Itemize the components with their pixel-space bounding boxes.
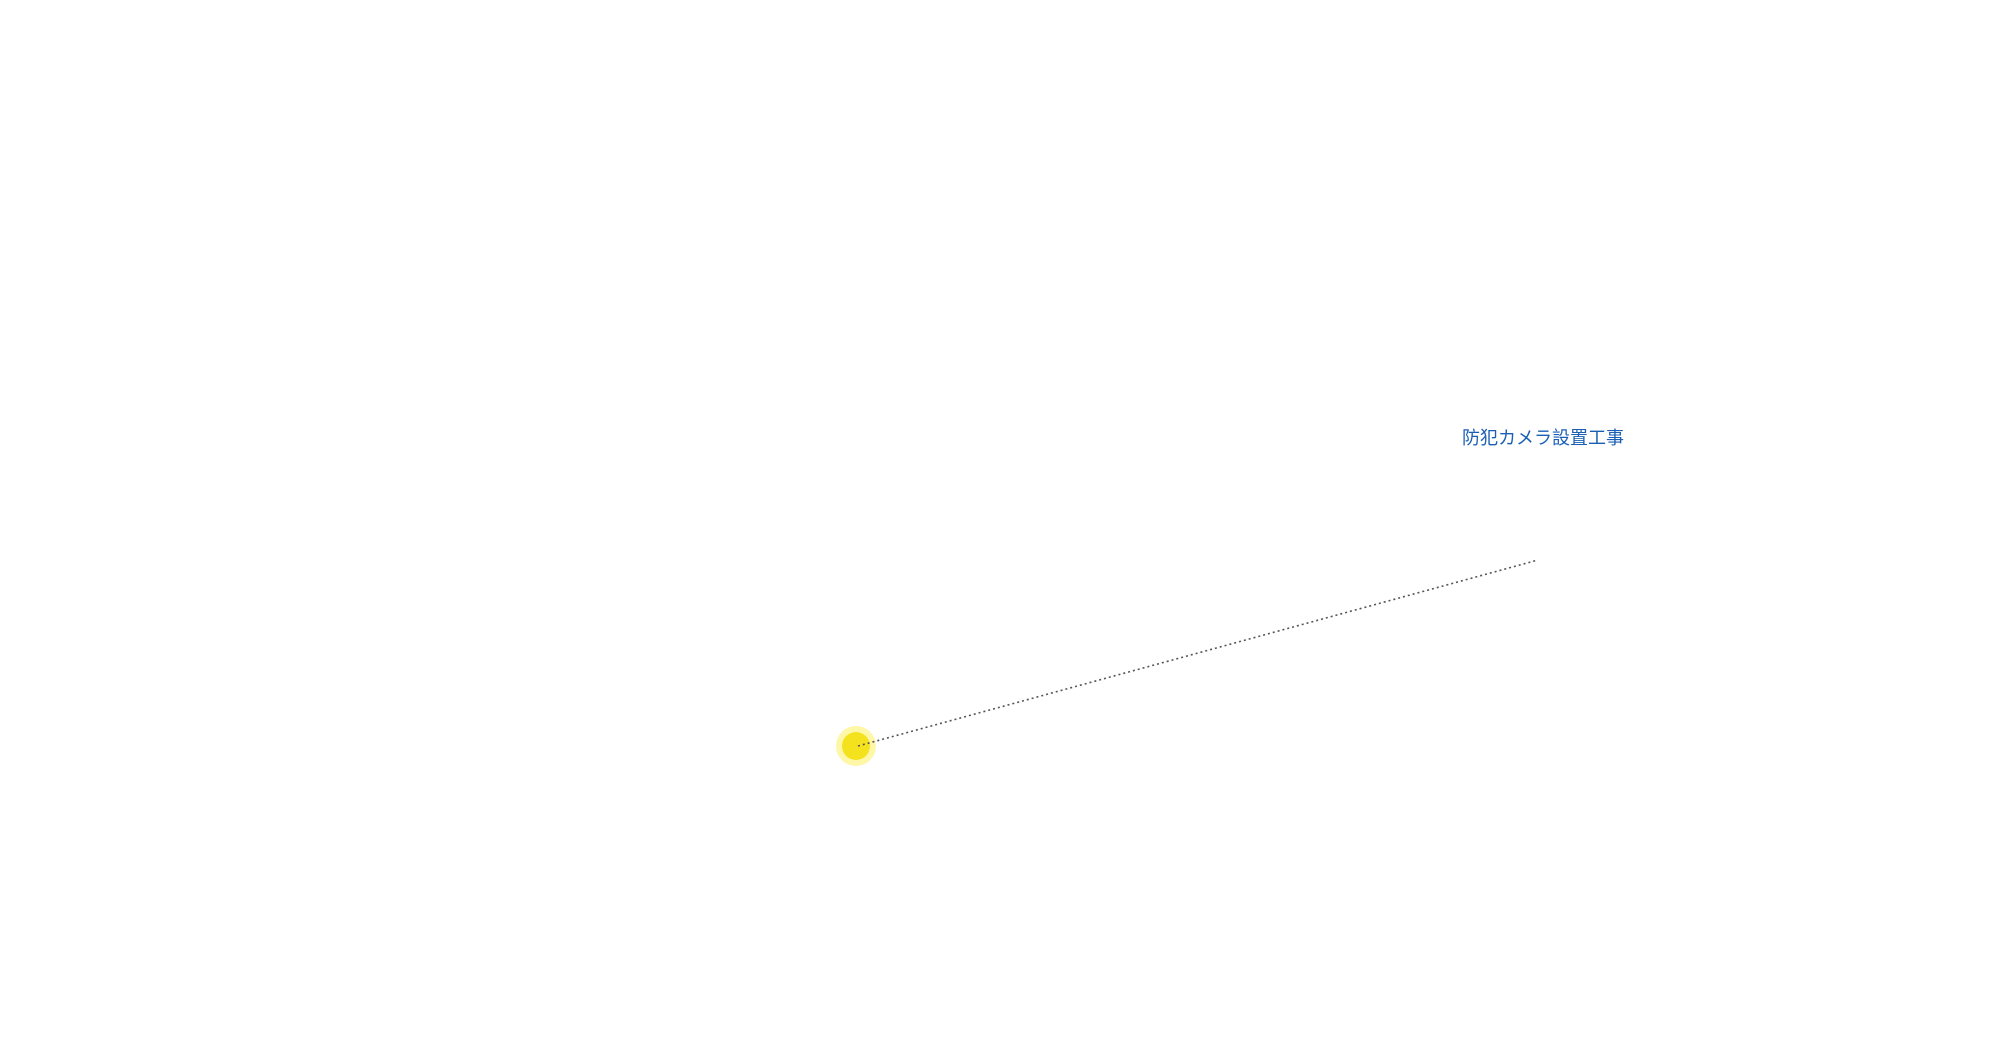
hotspot-marker[interactable] <box>842 732 870 760</box>
callout-label-link[interactable]: 防犯カメラ設置工事 <box>1462 428 1624 449</box>
callout-leader-line <box>857 559 1539 747</box>
